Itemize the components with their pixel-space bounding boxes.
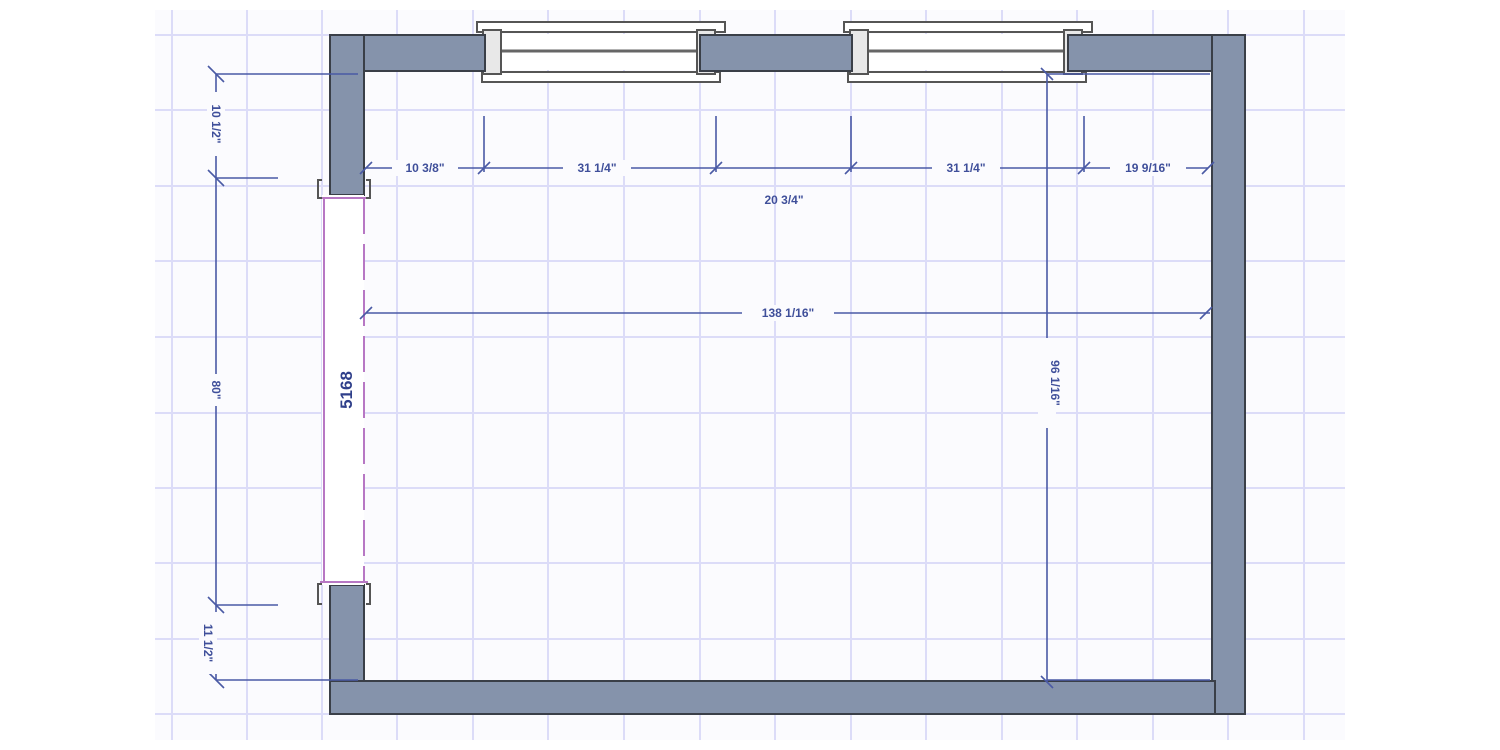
door[interactable]: 5168 [317, 179, 371, 605]
dim-left-bottom: 11 1/2" [201, 624, 215, 662]
dim-right-vertical: 96 1/16" [1048, 360, 1062, 406]
dim-top-1: 10 3/8" [405, 161, 444, 175]
wall-left-upper [329, 34, 365, 196]
wall-bottom [329, 680, 1216, 715]
wall-right [1211, 34, 1246, 715]
dim-left-top: 10 1/2" [209, 104, 223, 143]
dimension-labels: 10 3/8" 31 1/4" 31 1/4" 19 9/16" 20 3/4"… [199, 92, 1186, 674]
window-1[interactable] [476, 21, 726, 83]
dim-top-3: 31 1/4" [946, 161, 985, 175]
dim-window-gap: 20 3/4" [764, 193, 803, 207]
door-label: 5168 [337, 371, 356, 409]
dim-left-middle: 80" [209, 380, 223, 399]
wall-top-right [1067, 34, 1213, 72]
dim-top-4: 19 9/16" [1125, 161, 1171, 175]
wall-top-middle [699, 34, 853, 72]
dim-top-2: 31 1/4" [577, 161, 616, 175]
walls[interactable] [329, 34, 1246, 715]
dim-interior-width: 138 1/16" [762, 306, 814, 320]
window-2[interactable] [843, 21, 1093, 83]
